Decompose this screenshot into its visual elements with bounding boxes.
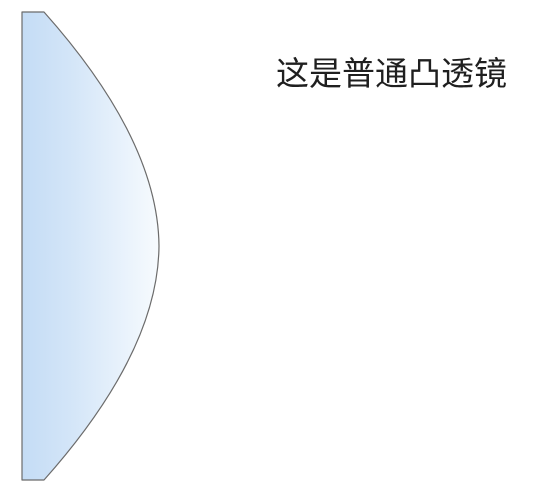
lens-caption: 这是普通凸透镜 [276,54,507,93]
plano-convex-lens-body [21,11,160,481]
